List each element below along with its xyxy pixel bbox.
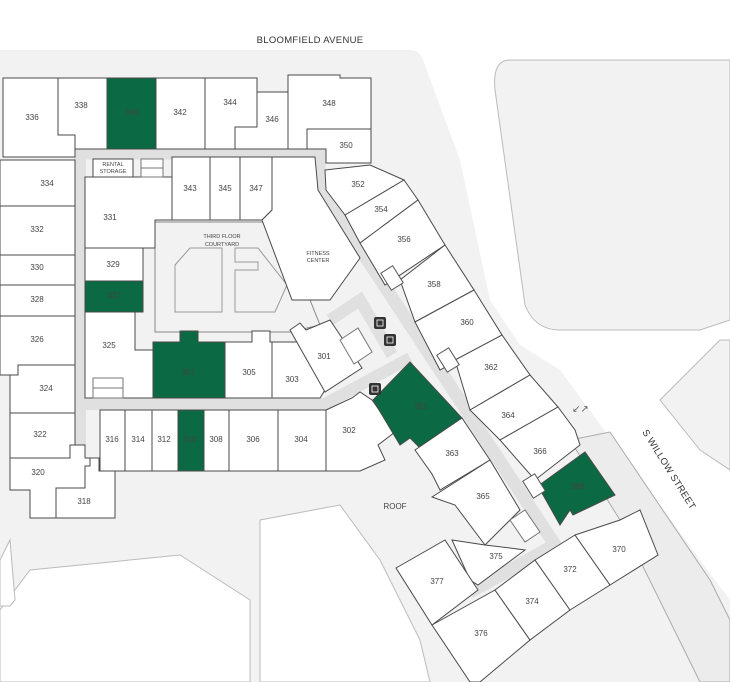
stairs-icon [339,327,373,365]
unit-306[interactable] [228,409,279,472]
storage-closet [436,347,460,373]
corridor-north [75,148,326,190]
block-east [659,339,730,471]
unit-318[interactable] [55,457,116,519]
unit-308[interactable] [203,409,230,472]
corridors [74,148,565,598]
unit-350[interactable] [306,128,372,164]
block-northeast [494,59,730,331]
unit-343[interactable] [171,156,211,221]
unit-368-available[interactable] [537,451,616,526]
unit-340-available[interactable] [106,77,157,150]
rental-storage-label-1: RENTAL [102,162,123,168]
courtyard-label-1: THIRD FLOOR [203,234,240,240]
unit-301[interactable] [289,319,363,393]
unit-370[interactable] [574,509,659,586]
unit-327-available[interactable] [84,280,144,313]
fitness-label-1: FITNESS [306,251,330,257]
unit-328[interactable] [0,284,76,317]
unit-345[interactable] [209,156,241,221]
lot-southwest [0,554,251,682]
fixtures: FITNESS CENTER RENTAL STORAGE ↙↗ ROOF [92,156,589,543]
road-bottom [0,538,16,607]
unit-366[interactable] [499,406,581,481]
unit-334[interactable] [0,159,76,207]
unit-342[interactable] [155,77,206,150]
courtyard-label-2: COURTYARD [205,242,239,248]
unit-347[interactable] [239,156,273,221]
unit-376[interactable] [431,589,531,682]
unit-322[interactable] [9,412,76,459]
corridor-branch [326,291,398,359]
elevator-icon[interactable] [374,317,386,329]
rental-storage[interactable] [92,158,134,178]
fitness-center[interactable] [261,156,361,301]
unit-307-available[interactable] [152,330,226,399]
rental-storage-label-2: STORAGE [100,169,127,175]
fitness-label-2: CENTER [307,258,330,264]
unit-377[interactable] [395,539,479,626]
direction-arrows-icon: ↙↗ [572,404,589,415]
corridor-diagonal [314,184,565,598]
unit-303[interactable] [271,341,326,399]
street-label-bloomfield-avenue: BLOOMFIELD AVENUE [257,35,364,46]
storage-closet [380,265,404,291]
courtyard-planter-left [174,247,223,313]
courtyard-planter-right [234,247,288,313]
unit-329[interactable] [84,247,144,282]
storage-closet [522,473,546,499]
unit-310-available[interactable] [177,409,205,472]
elevator-icon[interactable] [384,334,396,346]
stairs-icon [140,158,164,178]
unit-330[interactable] [0,254,76,286]
elevator-icon[interactable] [369,383,381,395]
unit-304[interactable] [277,409,327,472]
unit-365[interactable] [430,459,521,546]
stairs-icon [92,377,124,399]
stairs-icon [509,509,541,543]
unit-314[interactable] [124,409,153,472]
unit-324[interactable] [9,364,76,414]
corridor-south [85,352,413,410]
unit-363[interactable] [414,417,491,491]
unit-302[interactable] [325,391,396,472]
unit-316[interactable] [99,409,126,472]
unit-312[interactable] [151,409,179,472]
unit-332[interactable] [0,205,76,256]
lot-south [259,504,431,682]
unit-305[interactable] [224,330,273,399]
